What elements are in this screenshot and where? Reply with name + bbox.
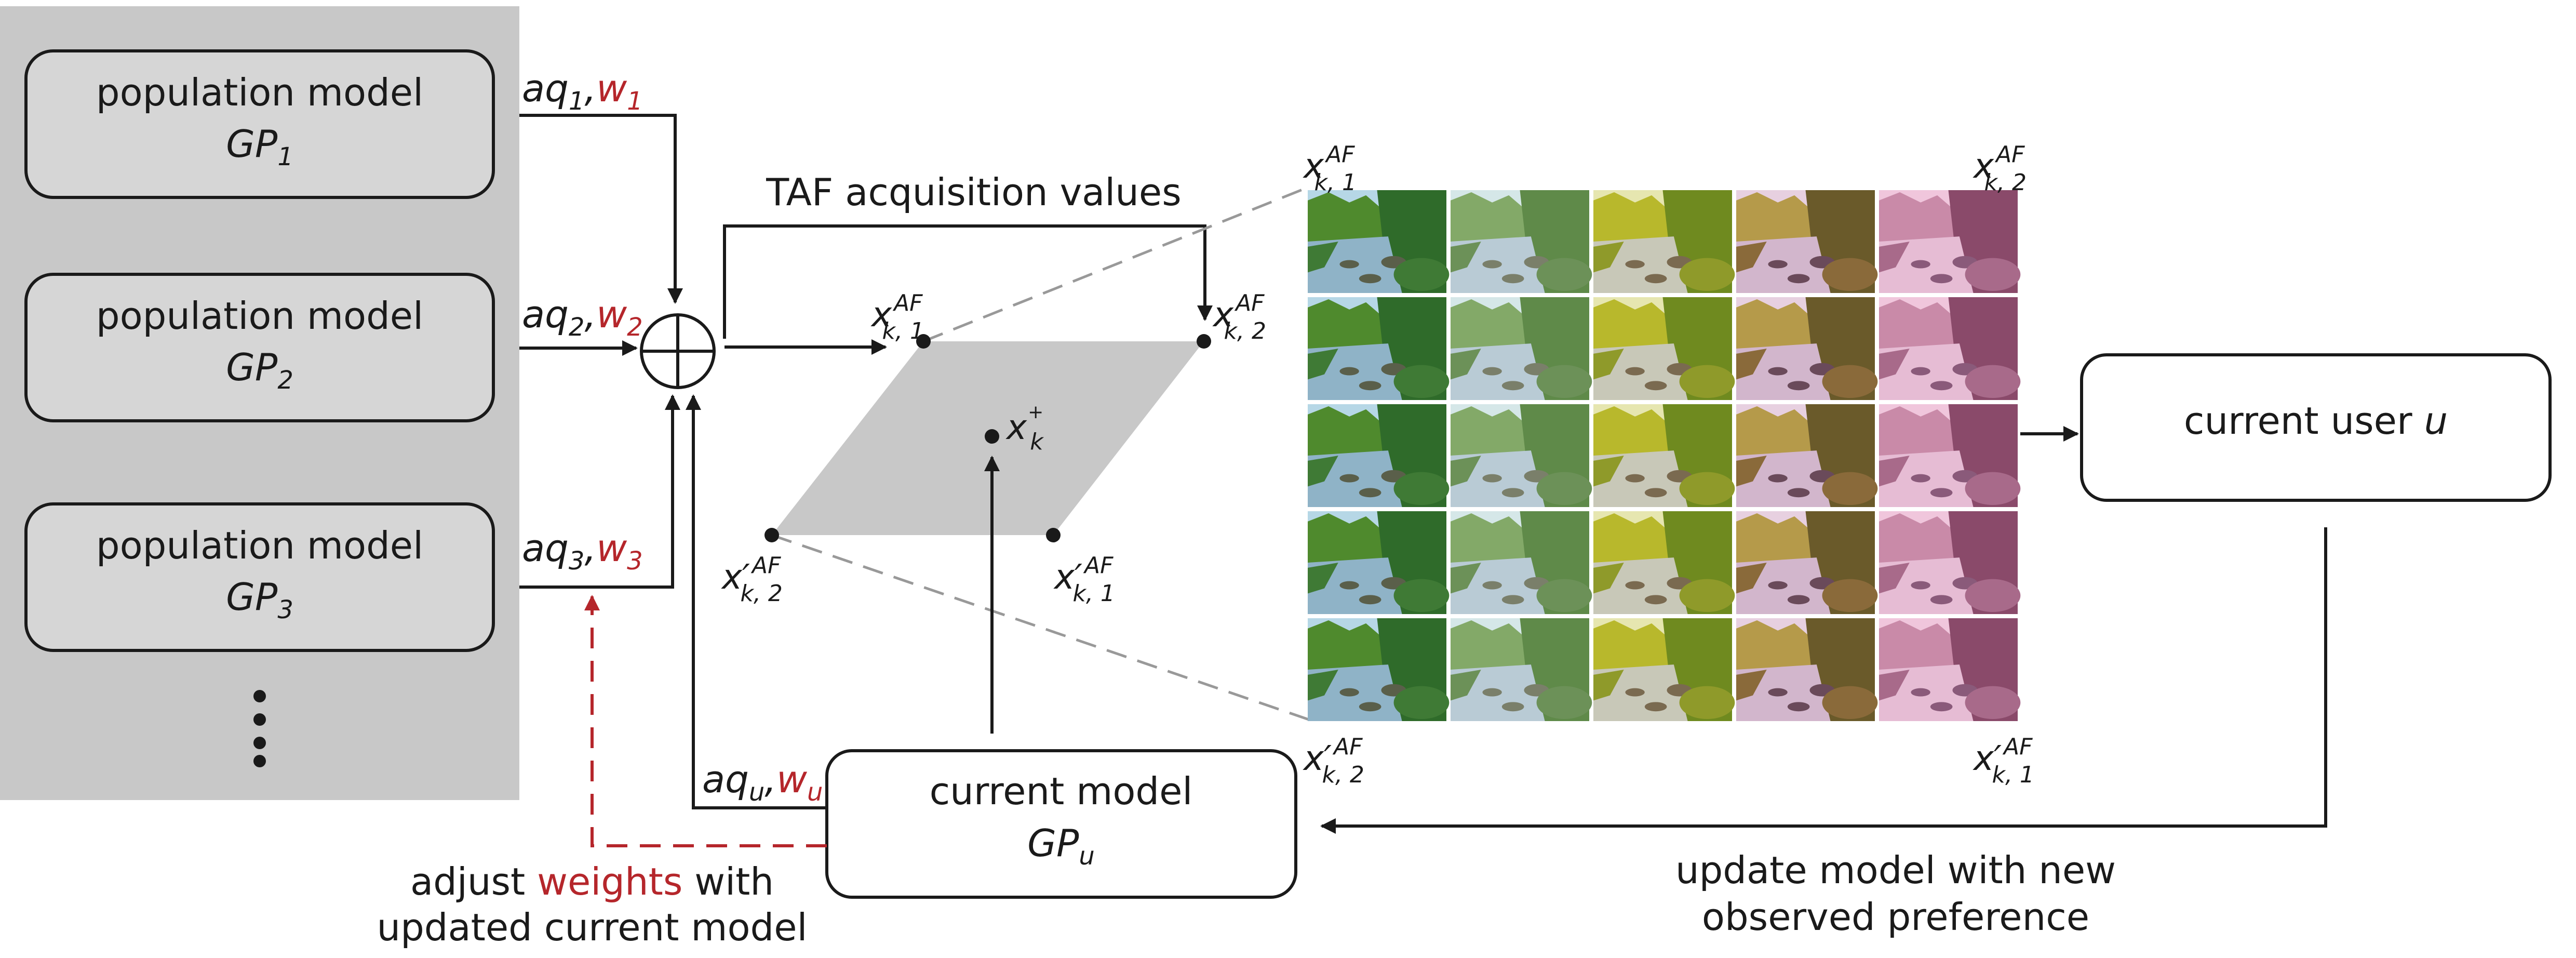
- current-model-label: current model: [930, 769, 1193, 813]
- population-model-box: [24, 502, 495, 652]
- arrow-update-model: [1320, 527, 2327, 834]
- image-grid: [1308, 190, 2021, 721]
- image-tile: [1593, 190, 1735, 293]
- arrow-model-1: [519, 114, 683, 304]
- taf-label: TAF acquisition values: [766, 170, 1182, 214]
- image-tile: [1593, 618, 1735, 721]
- image-tile: [1308, 297, 1450, 400]
- image-tile: [1593, 297, 1735, 400]
- image-tile: [1879, 511, 2021, 614]
- dashed-guide-top: [923, 185, 1309, 343]
- aq-w-label-1: aq1,w1: [522, 66, 643, 116]
- image-tile: [1451, 404, 1592, 507]
- population-model-box: [24, 49, 495, 199]
- image-tile: [1879, 190, 2021, 293]
- image-tile: [1736, 404, 1878, 507]
- image-tile: [1593, 404, 1735, 507]
- population-model-3: population model GP3: [24, 502, 495, 652]
- point-x-prime-k2: [764, 528, 779, 542]
- arrow-model-3: [519, 394, 680, 589]
- gp-label: GP2: [226, 345, 293, 395]
- current-model-node: current model GPu: [825, 749, 1297, 899]
- image-tile: [1451, 297, 1592, 400]
- population-model-box: [24, 273, 495, 422]
- image-tile: [1736, 618, 1878, 721]
- population-model-label: population model: [96, 71, 423, 114]
- current-model-box: [825, 749, 1297, 899]
- aq-w-label-u: aqu,wu: [702, 757, 823, 807]
- population-model-1: population model GP1: [24, 49, 495, 199]
- population-model-label: population model: [96, 524, 423, 567]
- population-model-2: population model GP2: [24, 273, 495, 422]
- point-x-k2: [1197, 334, 1211, 349]
- image-tile: [1308, 618, 1450, 721]
- image-tile: [1308, 511, 1450, 614]
- current-user-label: current user u: [2184, 399, 2448, 443]
- aq-w-label-3: aq3,w3: [522, 526, 643, 576]
- arrow-current-model: [686, 394, 831, 809]
- label-x-k-plus: x+k: [1005, 402, 1044, 455]
- aq-w-label-2: aq2,w2: [522, 292, 643, 342]
- point-x-k1: [916, 334, 931, 349]
- point-x-k-plus: [985, 429, 999, 444]
- image-tile: [1308, 190, 1450, 293]
- image-tile: [1879, 297, 2021, 400]
- population-model-label: population model: [96, 294, 423, 338]
- gp-label: GP3: [226, 575, 293, 624]
- adjust-weights-line1: adjust weights with: [410, 860, 774, 903]
- dashed-guide-bottom: [771, 534, 1309, 721]
- arrow-taf-values: [723, 224, 1213, 339]
- gp-label: GP1: [226, 122, 293, 171]
- sum-node-icon: [640, 313, 716, 389]
- current-user-node: current user u: [2080, 353, 2552, 502]
- arrow-adjust-weights: [584, 595, 827, 847]
- image-tile: [1308, 404, 1450, 507]
- adjust-weights-line2: updated current model: [377, 906, 807, 949]
- image-tile: [1451, 618, 1592, 721]
- update-caption-line1: update model with new: [1675, 848, 2116, 892]
- image-tile: [1879, 404, 2021, 507]
- image-tile: [1879, 618, 2021, 721]
- point-x-prime-k1: [1046, 528, 1061, 542]
- image-tile: [1736, 511, 1878, 614]
- current-user-box: [2080, 353, 2552, 502]
- more-models-ellipsis: [253, 690, 266, 767]
- image-tile: [1451, 190, 1592, 293]
- image-tile: [1736, 190, 1878, 293]
- image-tile: [1736, 297, 1878, 400]
- image-tile: [1593, 511, 1735, 614]
- update-caption-line2: observed preference: [1702, 895, 2089, 939]
- gp-u-label: GPu: [1027, 821, 1095, 871]
- image-tile: [1451, 511, 1592, 614]
